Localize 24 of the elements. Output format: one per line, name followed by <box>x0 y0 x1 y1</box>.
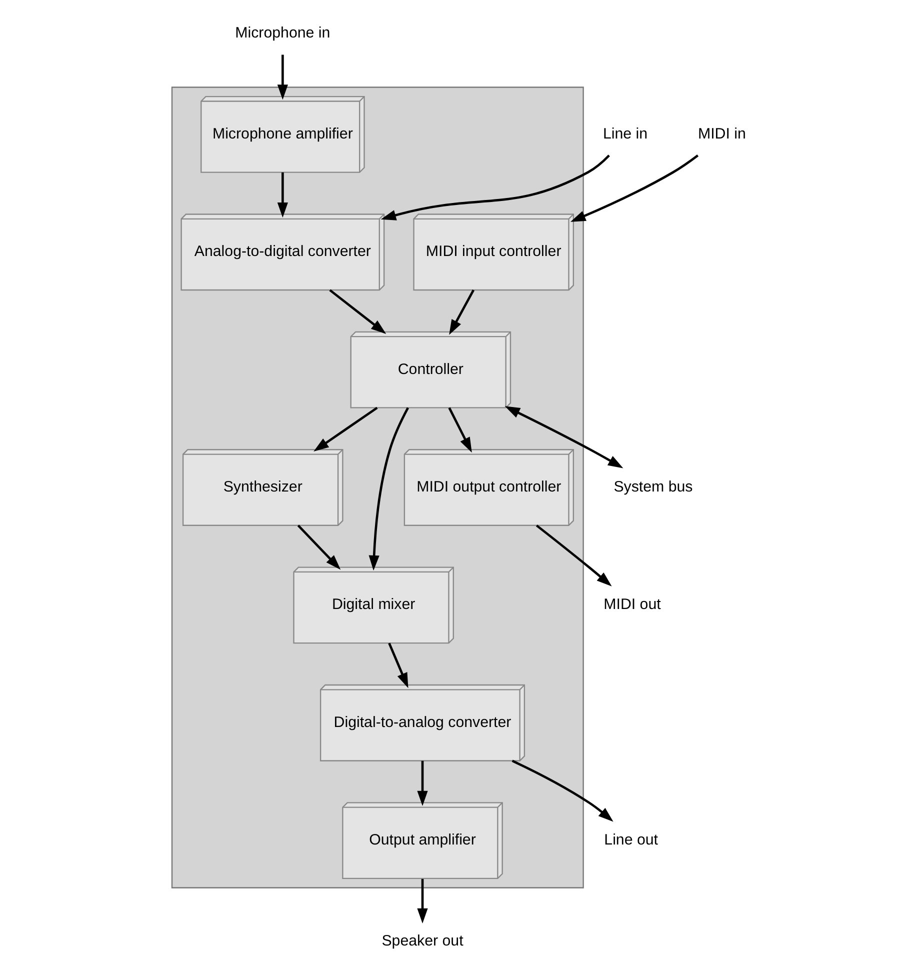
arrow <box>328 289 386 334</box>
arrow <box>511 760 613 822</box>
arrow <box>368 407 408 571</box>
arrow <box>570 154 698 222</box>
node-text: System bus <box>613 478 692 496</box>
arrow <box>416 760 428 806</box>
node-text: Line in <box>602 125 648 142</box>
arrow <box>276 172 288 218</box>
arrow <box>388 642 408 688</box>
arrow <box>276 54 288 100</box>
arrow <box>504 406 623 468</box>
arrow <box>296 524 340 570</box>
arrow <box>448 407 472 453</box>
node-text: MIDI out <box>603 596 660 614</box>
cluster <box>170 86 584 888</box>
node-text: MIDI in <box>698 125 746 142</box>
node-text: Line out <box>604 832 658 849</box>
node-text: Speaker out <box>381 932 463 950</box>
arrow <box>535 524 612 586</box>
arrow <box>416 878 428 924</box>
node-text: Microphone in <box>234 24 330 42</box>
arrow <box>313 406 378 452</box>
arrow <box>448 290 474 335</box>
arrow <box>380 154 610 220</box>
